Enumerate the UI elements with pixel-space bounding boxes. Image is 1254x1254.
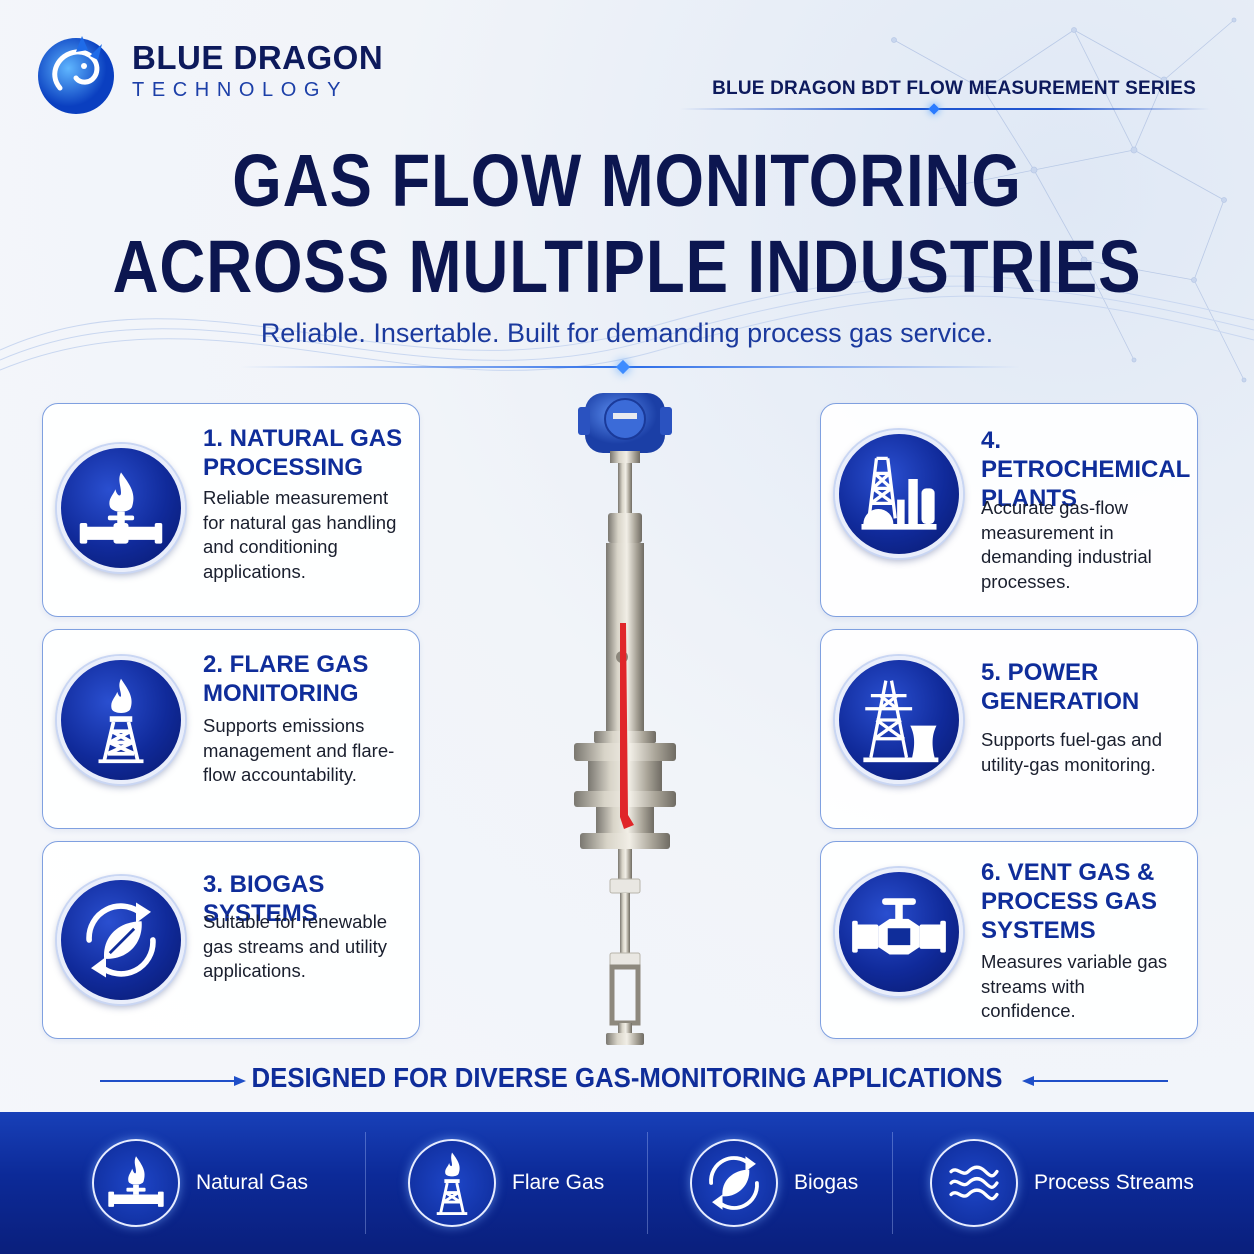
- banner-label: Biogas: [794, 1171, 859, 1194]
- card-natural-gas: 1. NATURAL GAS PROCESSING Reliable measu…: [42, 403, 420, 617]
- flame-pipe-icon: [92, 1139, 180, 1227]
- brand-subtitle: TECHNOLOGY: [132, 79, 349, 101]
- brand-name: BLUE DRAGON: [132, 39, 384, 76]
- divider: [647, 1132, 648, 1234]
- card-description: Supports emissions management and flare-…: [203, 715, 395, 785]
- flare-tower-icon: [408, 1139, 496, 1227]
- banner-item-natural-gas: Natural Gas: [92, 1112, 308, 1254]
- card-title: 6. VENT GAS & PROCESS GAS SYSTEMS: [981, 859, 1158, 944]
- card-description: Measures variable gas streams with confi…: [981, 951, 1168, 1021]
- divider: [365, 1132, 366, 1234]
- arrow-left-icon: [1022, 1076, 1168, 1086]
- tagline: DESIGNED FOR DIVERSE GAS-MONITORING APPL…: [251, 1062, 1003, 1093]
- refinery-icon: [835, 430, 963, 558]
- wave-lines: [0, 275, 1254, 371]
- card-petrochemical: 4. PETROCHEMICAL PLANTS Accurate gas-flo…: [820, 403, 1198, 617]
- card-description: Accurate gas-flow measurement in demandi…: [981, 497, 1152, 592]
- banner-item-biogas: Biogas: [690, 1112, 858, 1254]
- flow-meter-product-image: [574, 393, 676, 1045]
- leaf-cycle-icon: [57, 876, 185, 1004]
- bottom-banner: Natural Gas Flare Gas Biogas: [0, 1112, 1254, 1254]
- dragon-logo-icon: [38, 36, 114, 114]
- card-description: Suitable for renewable gas streams and u…: [203, 911, 388, 981]
- card-biogas: 3. BIOGAS SYSTEMS Suitable for renewable…: [42, 841, 420, 1039]
- series-label: BLUE DRAGON BDT FLOW MEASUREMENT SERIES: [712, 78, 1196, 99]
- valve-pipe-icon: [835, 868, 963, 996]
- card-title: 3. BIOGAS SYSTEMS: [203, 871, 325, 927]
- card-flare-gas: 2. FLARE GAS MONITORING Supports emissio…: [42, 629, 420, 829]
- card-title: 1. NATURAL GAS PROCESSING: [203, 425, 403, 481]
- banner-item-flare-gas: Flare Gas: [408, 1112, 604, 1254]
- divider: [680, 108, 1210, 110]
- banner-label: Natural Gas: [196, 1171, 309, 1194]
- page-title: GAS FLOW MONITORING ACROSS MULTIPLE INDU…: [88, 138, 1166, 310]
- title-line-2: ACROSS MULTIPLE INDUSTRIES: [112, 225, 1142, 308]
- waves-icon: [930, 1139, 1018, 1227]
- flame-pipe-icon: [57, 444, 185, 572]
- card-title: 4. PETROCHEMICAL PLANTS: [981, 427, 1190, 512]
- page-subtitle: Reliable. Insertable. Built for demandin…: [260, 318, 994, 348]
- card-title: 5. POWER GENERATION: [981, 659, 1140, 715]
- power-tower-icon: [835, 656, 963, 784]
- card-vent-process-gas: 6. VENT GAS & PROCESS GAS SYSTEMS Measur…: [820, 841, 1198, 1039]
- brand: BLUE DRAGON TECHNOLOGY: [30, 26, 383, 118]
- arrow-right-icon: [100, 1076, 246, 1086]
- banner-label: Flare Gas: [512, 1171, 605, 1194]
- card-description: Supports fuel-gas and utility-gas monito…: [981, 729, 1163, 775]
- divider: [892, 1132, 893, 1234]
- card-power-generation: 5. POWER GENERATION Supports fuel-gas an…: [820, 629, 1198, 829]
- leaf-cycle-icon: [690, 1139, 778, 1227]
- network-pattern: [891, 17, 1247, 383]
- card-title: 2. FLARE GAS MONITORING: [203, 651, 369, 707]
- banner-label: Process Streams: [1034, 1171, 1194, 1194]
- banner-item-process-streams: Process Streams: [930, 1112, 1194, 1254]
- title-line-1: GAS FLOW MONITORING: [232, 139, 1022, 222]
- card-description: Reliable measurement for natural gas han…: [203, 487, 397, 582]
- flare-tower-icon: [57, 656, 185, 784]
